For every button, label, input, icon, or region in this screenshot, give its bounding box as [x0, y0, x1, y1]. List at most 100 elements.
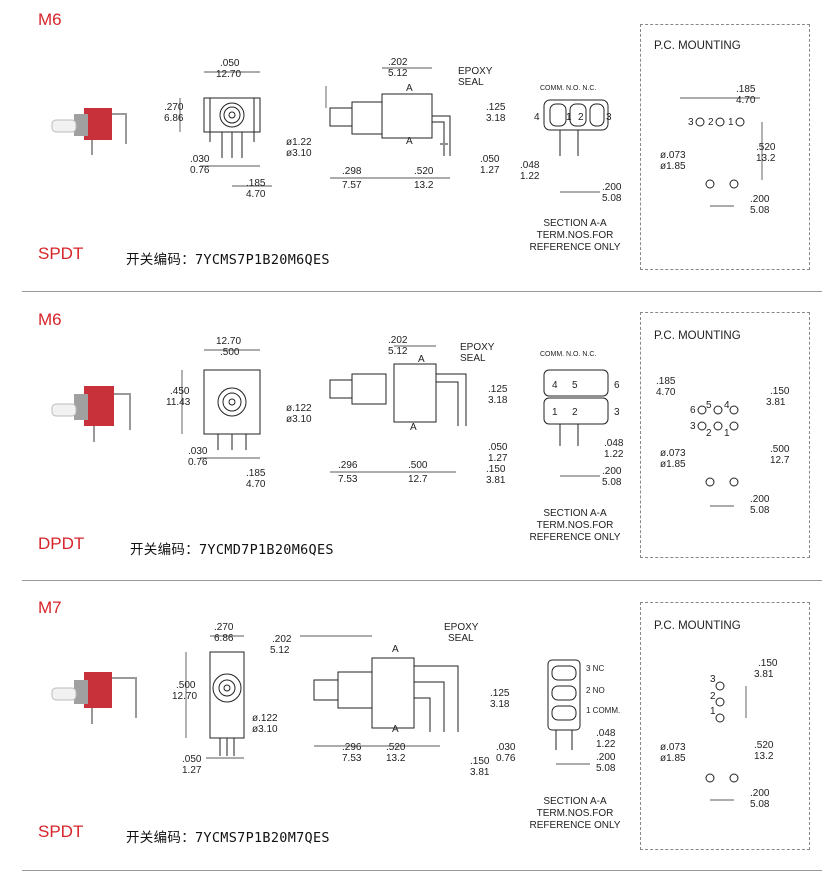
side-r2-in: .050	[488, 442, 508, 453]
term-d1-mm: 1.22	[596, 739, 616, 750]
front-pin-in: .030	[190, 154, 210, 165]
terminal-num-3: 3	[614, 407, 620, 418]
side-l2-mm: 13.2	[414, 180, 434, 191]
section-divider	[22, 580, 822, 581]
type-label: SPDT	[38, 822, 84, 841]
section-line-1: SECTION A-A	[543, 508, 607, 519]
side-d1: ø.122	[286, 403, 312, 414]
epoxy-label: EPOXY	[458, 66, 493, 77]
code-value: 7YCMD7P1B20M6QES	[199, 542, 334, 558]
terminal-num-2: 2	[572, 407, 578, 418]
side-d2: ø3.10	[252, 724, 278, 735]
section-a-marker-bottom: A	[392, 724, 399, 735]
side-l2-mm: 12.7	[408, 474, 428, 485]
side-r2-in: .030	[496, 742, 516, 753]
pc-num-2: 2	[706, 428, 712, 439]
pc-num-6: 6	[690, 405, 696, 416]
side-top-mm: 5.12	[388, 68, 408, 79]
code-label: 开关编码：	[126, 830, 195, 846]
pc-top-mm: 4.70	[736, 95, 756, 106]
terminal-label-nc: 3 NC	[586, 664, 604, 673]
front-width-mm: 12.70	[216, 69, 241, 80]
pc-num-2: 2	[708, 117, 714, 128]
side-l2-in: .520	[414, 166, 434, 177]
front-bottom-in: .185	[246, 468, 266, 479]
code-label: 开关编码：	[130, 542, 199, 558]
pc-top-in: .185	[656, 376, 676, 387]
term-d1-in: .048	[604, 438, 624, 449]
front-height-mm: 12.70	[172, 691, 197, 702]
side-r3-mm: 3.81	[470, 767, 490, 778]
side-l1-in: .298	[342, 166, 362, 177]
front-pin-mm: 0.76	[190, 165, 210, 176]
term-d1-mm: 1.22	[604, 449, 624, 460]
section-divider	[22, 291, 822, 292]
pc-drill-mm: ø1.85	[660, 161, 686, 172]
section-line-3: REFERENCE ONLY	[529, 820, 621, 831]
terminal-num-4: 4	[552, 380, 558, 391]
term-d1-in: .048	[596, 728, 616, 739]
side-top-in: .202	[388, 335, 408, 346]
pc-top-mm: 4.70	[656, 387, 676, 398]
side-d2: ø3.10	[286, 148, 312, 159]
code-value: 7YCMS7P1B20M7QES	[195, 830, 330, 846]
side-r3-in: .150	[486, 464, 506, 475]
terminal-num-5: 5	[572, 380, 578, 391]
pc-mounting-box	[640, 602, 810, 850]
row-m6-spdt: M6 SPDT 开关编码：7YCMS7P1B20M6QES .050 12.70…	[0, 0, 830, 292]
pc-mid-mm: 12.7	[770, 455, 790, 466]
product-image	[51, 672, 137, 724]
term-d2-mm: 5.08	[602, 193, 622, 204]
side-l1-in: .296	[342, 742, 362, 753]
pc-mid-in: .500	[770, 444, 790, 455]
pc-num-1: 1	[728, 117, 734, 128]
terminal-section: 3 NC 2 NO 1 COMM. .048 1.22 .200 5.08	[547, 659, 620, 774]
side-r1-in: .125	[488, 384, 508, 395]
term-d2-in: .200	[596, 752, 616, 763]
pc-num-3: 3	[710, 674, 716, 685]
part-code: 开关编码：7YCMS7P1B20M7QES	[126, 826, 330, 846]
terminal-num-3: 2	[578, 112, 584, 123]
term-d2-mm: 5.08	[596, 763, 616, 774]
term-d1-in: .048	[520, 160, 540, 171]
front-bottom-mm: 4.70	[246, 189, 266, 200]
pc-bottom-mm: 5.08	[750, 505, 770, 516]
pc-drill-mm: ø1.85	[660, 459, 686, 470]
pc-bottom-in: .200	[750, 788, 770, 799]
side-d2: ø3.10	[286, 414, 312, 425]
section-caption: SECTION A-A TERM.NOS.FOR REFERENCE ONLY	[520, 796, 630, 832]
front-view: .270 6.86 .500 12.70 .050 1.27	[172, 622, 245, 776]
side-d1: ø1.22	[286, 137, 312, 148]
terminal-num-1: 1	[552, 407, 558, 418]
product-image	[51, 108, 127, 155]
term-d2-in: .200	[602, 182, 622, 193]
terminal-num-1: 4	[534, 112, 540, 123]
side-l1-mm: 7.57	[342, 180, 362, 191]
section-line-2: TERM.NOS.FOR	[536, 230, 614, 241]
side-l2-mm: 13.2	[386, 753, 406, 764]
epoxy-label: EPOXY	[460, 342, 495, 353]
front-height-in: .450	[170, 386, 190, 397]
pc-mounting-title: P.C. MOUNTING	[654, 40, 741, 52]
side-r2-mm: 0.76	[496, 753, 516, 764]
pc-bottom-in: .200	[750, 194, 770, 205]
seal-label: SEAL	[458, 77, 484, 88]
side-r1-mm: 3.18	[490, 699, 510, 710]
side-top-in: .202	[388, 57, 408, 68]
pc-bottom-mm: 5.08	[750, 205, 770, 216]
front-height-mm: 11.43	[166, 397, 191, 408]
seal-label: SEAL	[460, 353, 486, 364]
front-width-in: 12.70	[216, 336, 241, 347]
code-label: 开关编码：	[126, 252, 195, 268]
front-height-mm: 6.86	[164, 113, 184, 124]
front-bottom-in: .185	[246, 178, 266, 189]
pc-drill-mm: ø1.85	[660, 753, 686, 764]
side-l2-in: .500	[408, 460, 428, 471]
part-code: 开关编码：7YCMD7P1B20M6QES	[130, 538, 334, 558]
front-width-mm: .500	[220, 347, 240, 358]
section-line-1: SECTION A-A	[543, 218, 607, 229]
side-r1-in: .125	[486, 102, 506, 113]
pc-mid-in: .520	[756, 142, 776, 153]
pc-mounting-title: P.C. MOUNTING	[654, 330, 741, 342]
side-l2-in: .520	[386, 742, 406, 753]
